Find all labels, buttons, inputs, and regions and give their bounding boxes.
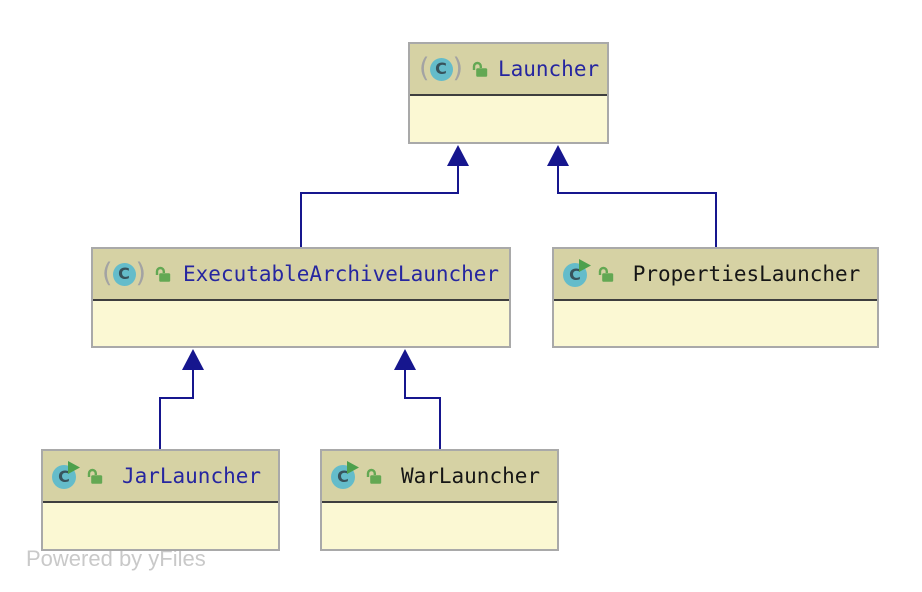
runnable-class-icon: C xyxy=(52,461,80,489)
class-node-header: C PropertiesLauncher xyxy=(554,249,877,301)
class-node-executable-archive-launcher[interactable]: (C) ExecutableArchiveLauncher xyxy=(91,247,511,348)
unlocked-padlock-icon xyxy=(472,61,488,77)
inheritance-arrowhead xyxy=(547,145,569,166)
run-arrow-icon xyxy=(68,461,80,474)
abstract-class-icon: (C) xyxy=(419,53,464,84)
class-node-launcher[interactable]: (C) Launcher xyxy=(408,42,609,144)
class-name: Launcher xyxy=(497,57,600,81)
abstract-class-icon: (C) xyxy=(102,258,147,289)
inheritance-edge-war-to-eal[interactable] xyxy=(394,349,441,449)
class-name: JarLauncher xyxy=(121,464,262,488)
class-node-properties-launcher[interactable]: C PropertiesLauncher xyxy=(552,247,879,348)
class-name: WarLauncher xyxy=(400,464,541,488)
unlocked-padlock-icon xyxy=(155,266,171,282)
inheritance-arrowhead xyxy=(394,349,416,370)
unlocked-padlock-icon xyxy=(87,468,103,484)
inheritance-arrowhead xyxy=(182,349,204,370)
inheritance-edge-pl-to-launcher[interactable] xyxy=(547,145,717,247)
run-arrow-icon xyxy=(579,259,591,272)
inheritance-edge-eal-to-launcher[interactable] xyxy=(300,145,469,247)
run-arrow-icon xyxy=(347,461,359,474)
class-node-header: (C) Launcher xyxy=(410,44,607,96)
unlocked-padlock-icon xyxy=(598,266,614,282)
class-node-header: C JarLauncher xyxy=(43,451,278,503)
class-node-jar-launcher[interactable]: C JarLauncher xyxy=(41,449,280,551)
runnable-class-icon: C xyxy=(563,259,591,287)
runnable-class-icon: C xyxy=(331,461,359,489)
inheritance-edge-jar-to-eal[interactable] xyxy=(159,349,204,449)
class-node-war-launcher[interactable]: C WarLauncher xyxy=(320,449,559,551)
class-name: PropertiesLauncher xyxy=(632,262,861,286)
class-name: ExecutableArchiveLauncher xyxy=(183,262,500,286)
inheritance-arrowhead xyxy=(447,145,469,166)
unlocked-padlock-icon xyxy=(366,468,382,484)
class-node-header: C WarLauncher xyxy=(322,451,557,503)
class-node-header: (C) ExecutableArchiveLauncher xyxy=(93,249,509,301)
